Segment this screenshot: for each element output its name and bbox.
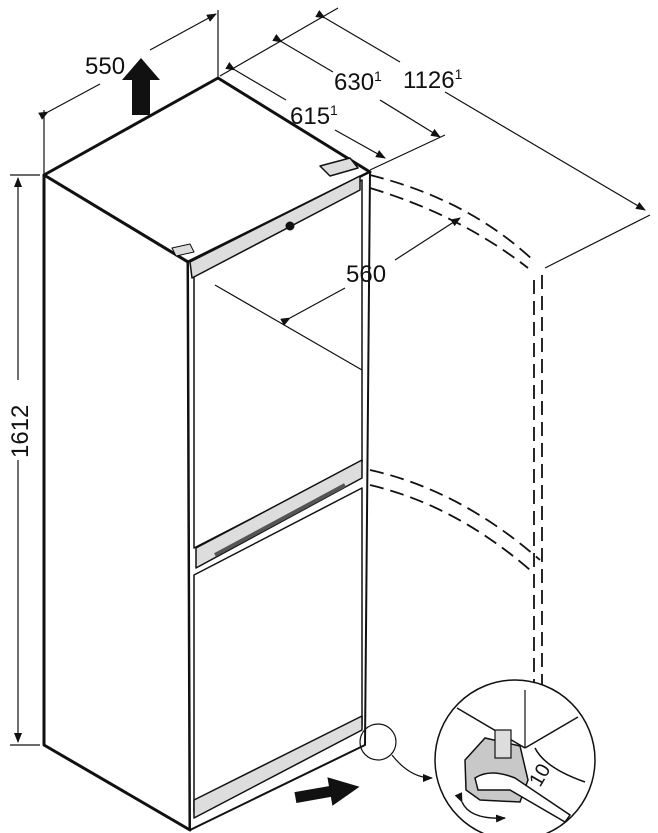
door-inner-label: 560 — [346, 261, 386, 288]
dimension-lines — [10, 7, 651, 746]
open-door-outline — [369, 174, 543, 690]
hinge-top — [319, 157, 359, 177]
fridge-side-face — [42, 173, 192, 832]
depth-door-open-label: 11261 — [403, 66, 463, 94]
height-label: 1612 — [7, 405, 34, 458]
adjustable-foot-detail — [434, 679, 596, 833]
handle-groove — [214, 483, 346, 557]
screw-thread — [494, 729, 512, 759]
top-trim — [189, 175, 361, 279]
fridge-body — [42, 76, 372, 832]
bottom-trim — [193, 715, 363, 819]
rotate-arrow-icon — [454, 792, 506, 823]
push-arrow-icon — [294, 777, 360, 806]
wrench — [474, 747, 586, 823]
foot-detail-marker — [359, 723, 397, 761]
depth-with-handle-label: 6301 — [334, 68, 382, 96]
depth-label: 6151 — [290, 102, 338, 130]
lift-up-arrow-icon — [122, 58, 160, 115]
control-knob — [285, 221, 295, 231]
hinge-left — [171, 243, 195, 257]
detail-pointer — [391, 754, 433, 782]
width-label: 550 — [85, 53, 125, 80]
interior-line — [214, 284, 363, 371]
